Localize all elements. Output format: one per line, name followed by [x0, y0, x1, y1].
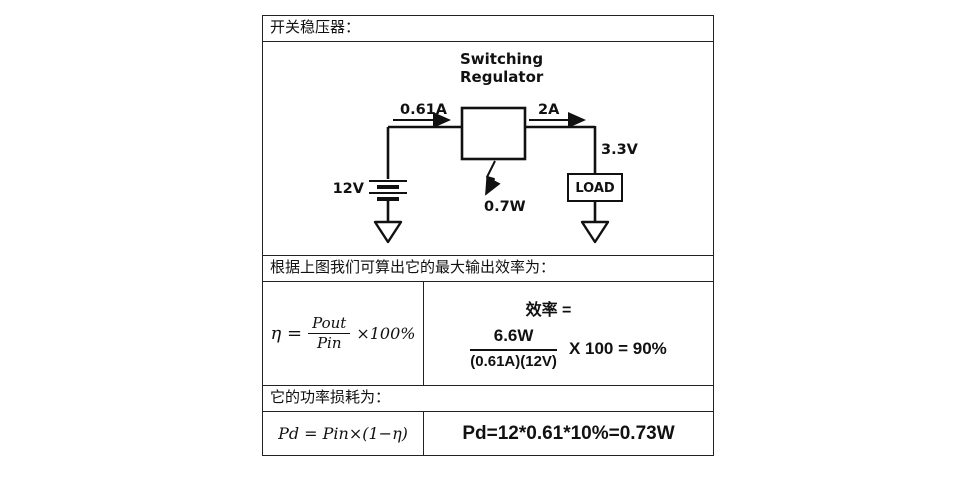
efficiency-caption-row: 根据上图我们可算出它的最大输出效率为：	[263, 256, 713, 282]
calc-denominator: (0.61A)(12V)	[470, 353, 557, 371]
regulator-label-line2: Regulator	[460, 68, 544, 86]
efficiency-formula-cell: η = Pout Pin ×100%	[263, 282, 424, 385]
formula-suffix: ×100%	[356, 324, 416, 343]
ground-icon-right	[580, 220, 610, 244]
circuit-diagram-svg: Switching Regulator 0.61A 2A 3.3V	[333, 50, 639, 244]
loss-power-label: 0.7W	[484, 199, 526, 215]
circuit-diagram: Switching Regulator 0.61A 2A 3.3V	[263, 42, 713, 256]
regulator-label-line1: Switching	[460, 50, 543, 68]
title-row: 开关稳压器：	[263, 16, 713, 42]
loss-row: Pd = Pin×(1−η) Pd=12*0.61*10%=0.73W	[263, 412, 713, 455]
page-title: 开关稳压器：	[270, 20, 361, 36]
calc-suffix: X 100 = 90%	[568, 339, 667, 358]
ground-icon-left	[373, 220, 403, 244]
formula-denominator: Pin	[316, 334, 342, 352]
regulator-document-table: 开关稳压器： Switching Regulator 0.61A 2A	[262, 15, 714, 456]
efficiency-calc-label: 效率 =	[525, 302, 572, 320]
loss-formula-cell: Pd = Pin×(1−η)	[263, 412, 424, 455]
output-current-label: 2A	[538, 102, 560, 118]
loss-calc-cell: Pd=12*0.61*10%=0.73W	[424, 412, 713, 455]
formula-fraction: Pout Pin	[308, 314, 351, 353]
source-voltage-label: 12V	[333, 181, 365, 197]
efficiency-formula: η = Pout Pin ×100%	[270, 314, 416, 353]
calc-numerator: 6.6W	[470, 327, 557, 352]
loss-calculation: Pd=12*0.61*10%=0.73W	[462, 422, 675, 444]
efficiency-calc-cell: 效率 = 6.6W (0.61A)(12V) X 100 = 90%	[424, 282, 713, 385]
loss-caption: 它的功率损耗为：	[270, 390, 391, 406]
lightning-bolt-icon	[485, 160, 501, 196]
formula-lhs: η =	[270, 323, 303, 344]
calc-fraction: 6.6W (0.61A)(12V)	[470, 327, 557, 370]
efficiency-calculation: 6.6W (0.61A)(12V) X 100 = 90%	[470, 327, 667, 370]
regulator-box	[460, 106, 527, 161]
battery-icon	[369, 180, 407, 201]
input-current-label: 0.61A	[400, 102, 448, 118]
load-box	[567, 173, 623, 202]
efficiency-row: η = Pout Pin ×100% 效率 = 6.6W (0.61A)(12V…	[263, 282, 713, 386]
output-voltage-label: 3.3V	[601, 142, 639, 158]
efficiency-caption: 根据上图我们可算出它的最大输出效率为：	[270, 260, 556, 276]
formula-numerator: Pout	[308, 314, 351, 334]
loss-caption-row: 它的功率损耗为：	[263, 386, 713, 412]
loss-formula: Pd = Pin×(1−η)	[278, 424, 408, 443]
load-label: LOAD	[575, 181, 615, 196]
